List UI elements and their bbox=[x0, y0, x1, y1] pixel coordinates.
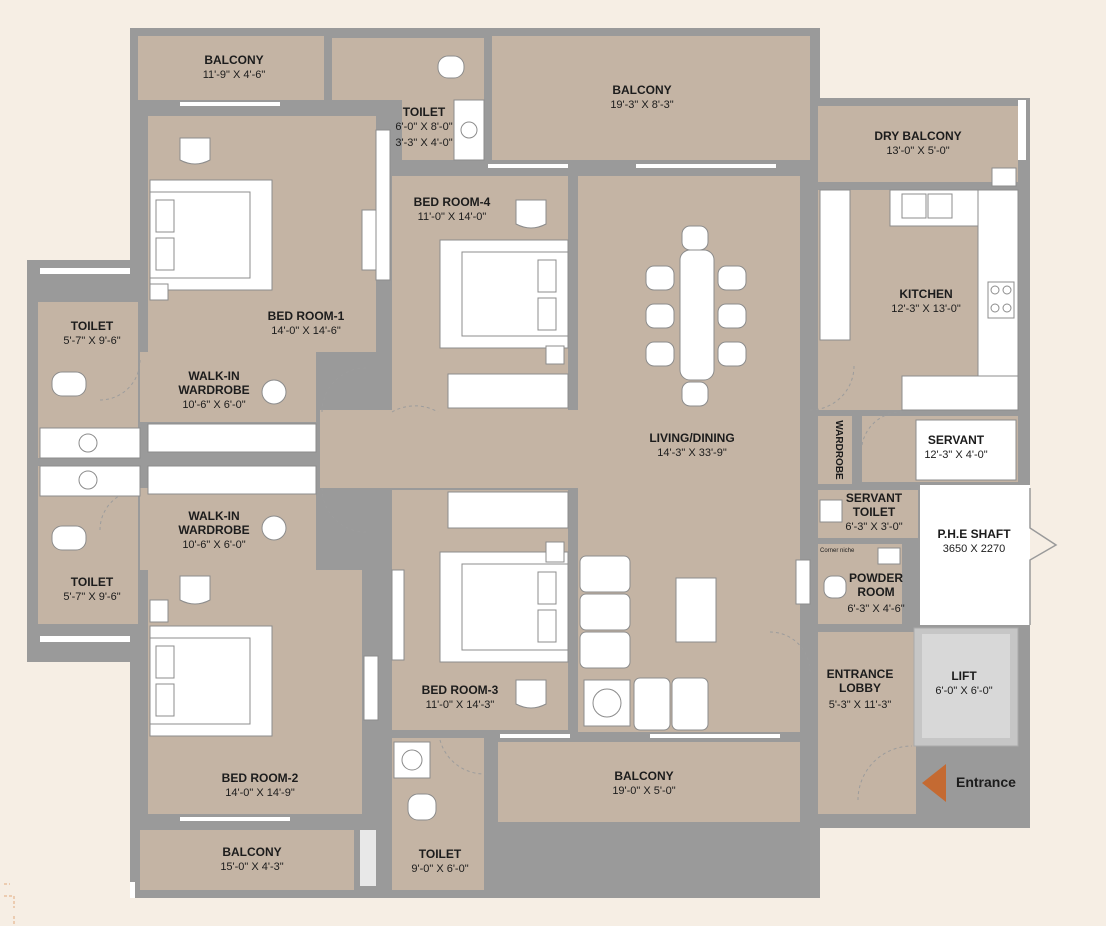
labels: BALCONY 11'-9" X 4'-6" BALCONY 19'-3" X … bbox=[63, 53, 1016, 875]
sofa-icon bbox=[579, 555, 717, 731]
dry-balcony-dim: 13'-0" X 5'-0" bbox=[886, 145, 949, 157]
walkin-1-name-2: WARDROBE bbox=[178, 383, 249, 397]
entrance-lobby-dim: 5'-3" X 11'-3" bbox=[829, 699, 892, 711]
servant-toilet-name-1: SERVANT bbox=[846, 491, 903, 505]
wash-basin-icon bbox=[877, 547, 901, 565]
balcony-1-name: BALCONY bbox=[204, 53, 263, 67]
balcony-4-dim: 15'-0" X 4'-3" bbox=[220, 861, 283, 873]
wash-basin-icon bbox=[39, 465, 141, 497]
corner-mark bbox=[4, 883, 15, 924]
dry-balcony-name: DRY BALCONY bbox=[874, 129, 961, 143]
bedroom-3-name: BED ROOM-3 bbox=[422, 683, 499, 697]
lift-name: LIFT bbox=[951, 669, 977, 683]
wash-basin-icon bbox=[991, 167, 1017, 187]
chair-icon bbox=[179, 137, 211, 165]
toilet-top-dim: 6'-0" X 8'-0" bbox=[395, 121, 452, 133]
bed-icon bbox=[439, 239, 569, 365]
walkin-2-name-2: WARDROBE bbox=[178, 523, 249, 537]
toilet-left-upper-name: TOILET bbox=[71, 319, 114, 333]
chair-icon bbox=[515, 679, 547, 709]
wash-basin-icon bbox=[453, 99, 485, 161]
bedroom-4-dim: 11'-0" X 14'-0" bbox=[418, 211, 487, 223]
bedroom-2-dim: 14'-0" X 14'-9" bbox=[225, 787, 295, 799]
bedroom-1-dim: 14'-0" X 14'-6" bbox=[271, 325, 341, 337]
bed-icon bbox=[439, 541, 569, 663]
stove-icon bbox=[987, 281, 1015, 319]
ottoman-icon bbox=[261, 515, 287, 541]
phe-shaft-dim: 3650 X 2270 bbox=[943, 543, 1005, 555]
chair-icon bbox=[179, 575, 211, 605]
toilet-left-lower-dim: 5'-7" X 9'-6" bbox=[63, 591, 120, 603]
toilet-bottom-dim: 9'-0" X 6'-0" bbox=[411, 863, 468, 875]
powder-room-dim: 6'-3" X 4'-6" bbox=[847, 603, 904, 615]
toilet-left-upper-dim: 5'-7" X 9'-6" bbox=[63, 335, 120, 347]
tv-unit-icon bbox=[363, 655, 379, 721]
bedroom-2-name: BED ROOM-2 bbox=[222, 771, 299, 785]
ottoman-icon bbox=[261, 379, 287, 405]
toilet-icon bbox=[407, 793, 437, 821]
powder-room-name-2: ROOM bbox=[857, 585, 894, 599]
kitchen-dim: 12'-3" X 13'-0" bbox=[891, 303, 961, 315]
wardrobe-icon bbox=[361, 209, 377, 271]
wardrobe-name: WARDROBE bbox=[833, 420, 844, 480]
lift-dim: 6'-0" X 6'-0" bbox=[935, 685, 992, 697]
toilet-bottom-name: TOILET bbox=[419, 847, 462, 861]
entrance-lobby-name-2: LOBBY bbox=[839, 681, 881, 695]
servant-name: SERVANT bbox=[928, 433, 985, 447]
servant-dim: 12'-3" X 4'-0" bbox=[924, 449, 987, 461]
balcony-3-dim: 19'-0" X 5'-0" bbox=[612, 785, 675, 797]
wardrobe-icon bbox=[147, 423, 317, 453]
tv-unit-icon bbox=[375, 129, 391, 281]
toilet-icon bbox=[823, 575, 847, 599]
bed-icon bbox=[149, 179, 273, 301]
wash-basin-icon bbox=[819, 499, 843, 523]
living-dim: 14'-3" X 33'-9" bbox=[657, 447, 727, 459]
servant-toilet-dim: 6'-3" X 3'-0" bbox=[845, 521, 902, 533]
windows bbox=[40, 100, 1026, 886]
toilet-icon bbox=[51, 371, 87, 397]
kitchen-name: KITCHEN bbox=[899, 287, 952, 301]
toilet-top-dim-2: 3'-3" X 4'-0" bbox=[395, 137, 452, 149]
toilet-icon bbox=[51, 525, 87, 551]
entrance-arrow-icon bbox=[922, 764, 946, 802]
walkin-1-dim: 10'-6" X 6'-0" bbox=[182, 399, 245, 411]
walkin-2-dim: 10'-6" X 6'-0" bbox=[182, 539, 245, 551]
toilet-top-name: TOILET bbox=[403, 105, 446, 119]
balcony-2-name: BALCONY bbox=[612, 83, 671, 97]
living-name: LIVING/DINING bbox=[649, 431, 734, 445]
bed-icon bbox=[915, 419, 1017, 481]
tv-unit-icon bbox=[391, 569, 405, 661]
wardrobe-icon bbox=[447, 491, 569, 529]
balcony-4-name: BALCONY bbox=[222, 845, 281, 859]
chair-icon bbox=[515, 199, 547, 229]
bedroom-4-name: BED ROOM-4 bbox=[414, 195, 491, 209]
wardrobe-icon bbox=[795, 559, 811, 605]
servant-toilet-name-2: TOILET bbox=[853, 505, 896, 519]
balcony-1-dim: 11'-9" X 4'-6" bbox=[203, 69, 266, 81]
bedroom-1-name: BED ROOM-1 bbox=[268, 309, 345, 323]
toilet-left-lower-name: TOILET bbox=[71, 575, 114, 589]
kitchen-sink-icon bbox=[901, 193, 953, 219]
bedroom-3-dim: 11'-0" X 14'-3" bbox=[426, 699, 495, 711]
phe-shaft-name: P.H.E SHAFT bbox=[937, 527, 1011, 541]
balcony-3-name: BALCONY bbox=[614, 769, 673, 783]
wash-basin-icon bbox=[39, 427, 141, 459]
dining-table-icon bbox=[645, 225, 747, 407]
balcony-2-dim: 19'-3" X 8'-3" bbox=[610, 99, 673, 111]
walkin-1-name-1: WALK-IN bbox=[188, 369, 239, 383]
wardrobe-icon bbox=[147, 465, 317, 495]
walkin-2-name-1: WALK-IN bbox=[188, 509, 239, 523]
wash-basin-icon bbox=[393, 741, 431, 779]
powder-room-name-1: POWDER bbox=[849, 571, 903, 585]
wardrobe-icon bbox=[447, 373, 569, 409]
bed-icon bbox=[149, 599, 273, 737]
entrance-lobby-name-1: ENTRANCE bbox=[827, 667, 894, 681]
corner-niche-label: Corner niche bbox=[820, 548, 855, 554]
shaft-break-line bbox=[1029, 488, 1058, 625]
toilet-icon bbox=[437, 55, 465, 79]
entrance-label: Entrance bbox=[956, 774, 1016, 790]
